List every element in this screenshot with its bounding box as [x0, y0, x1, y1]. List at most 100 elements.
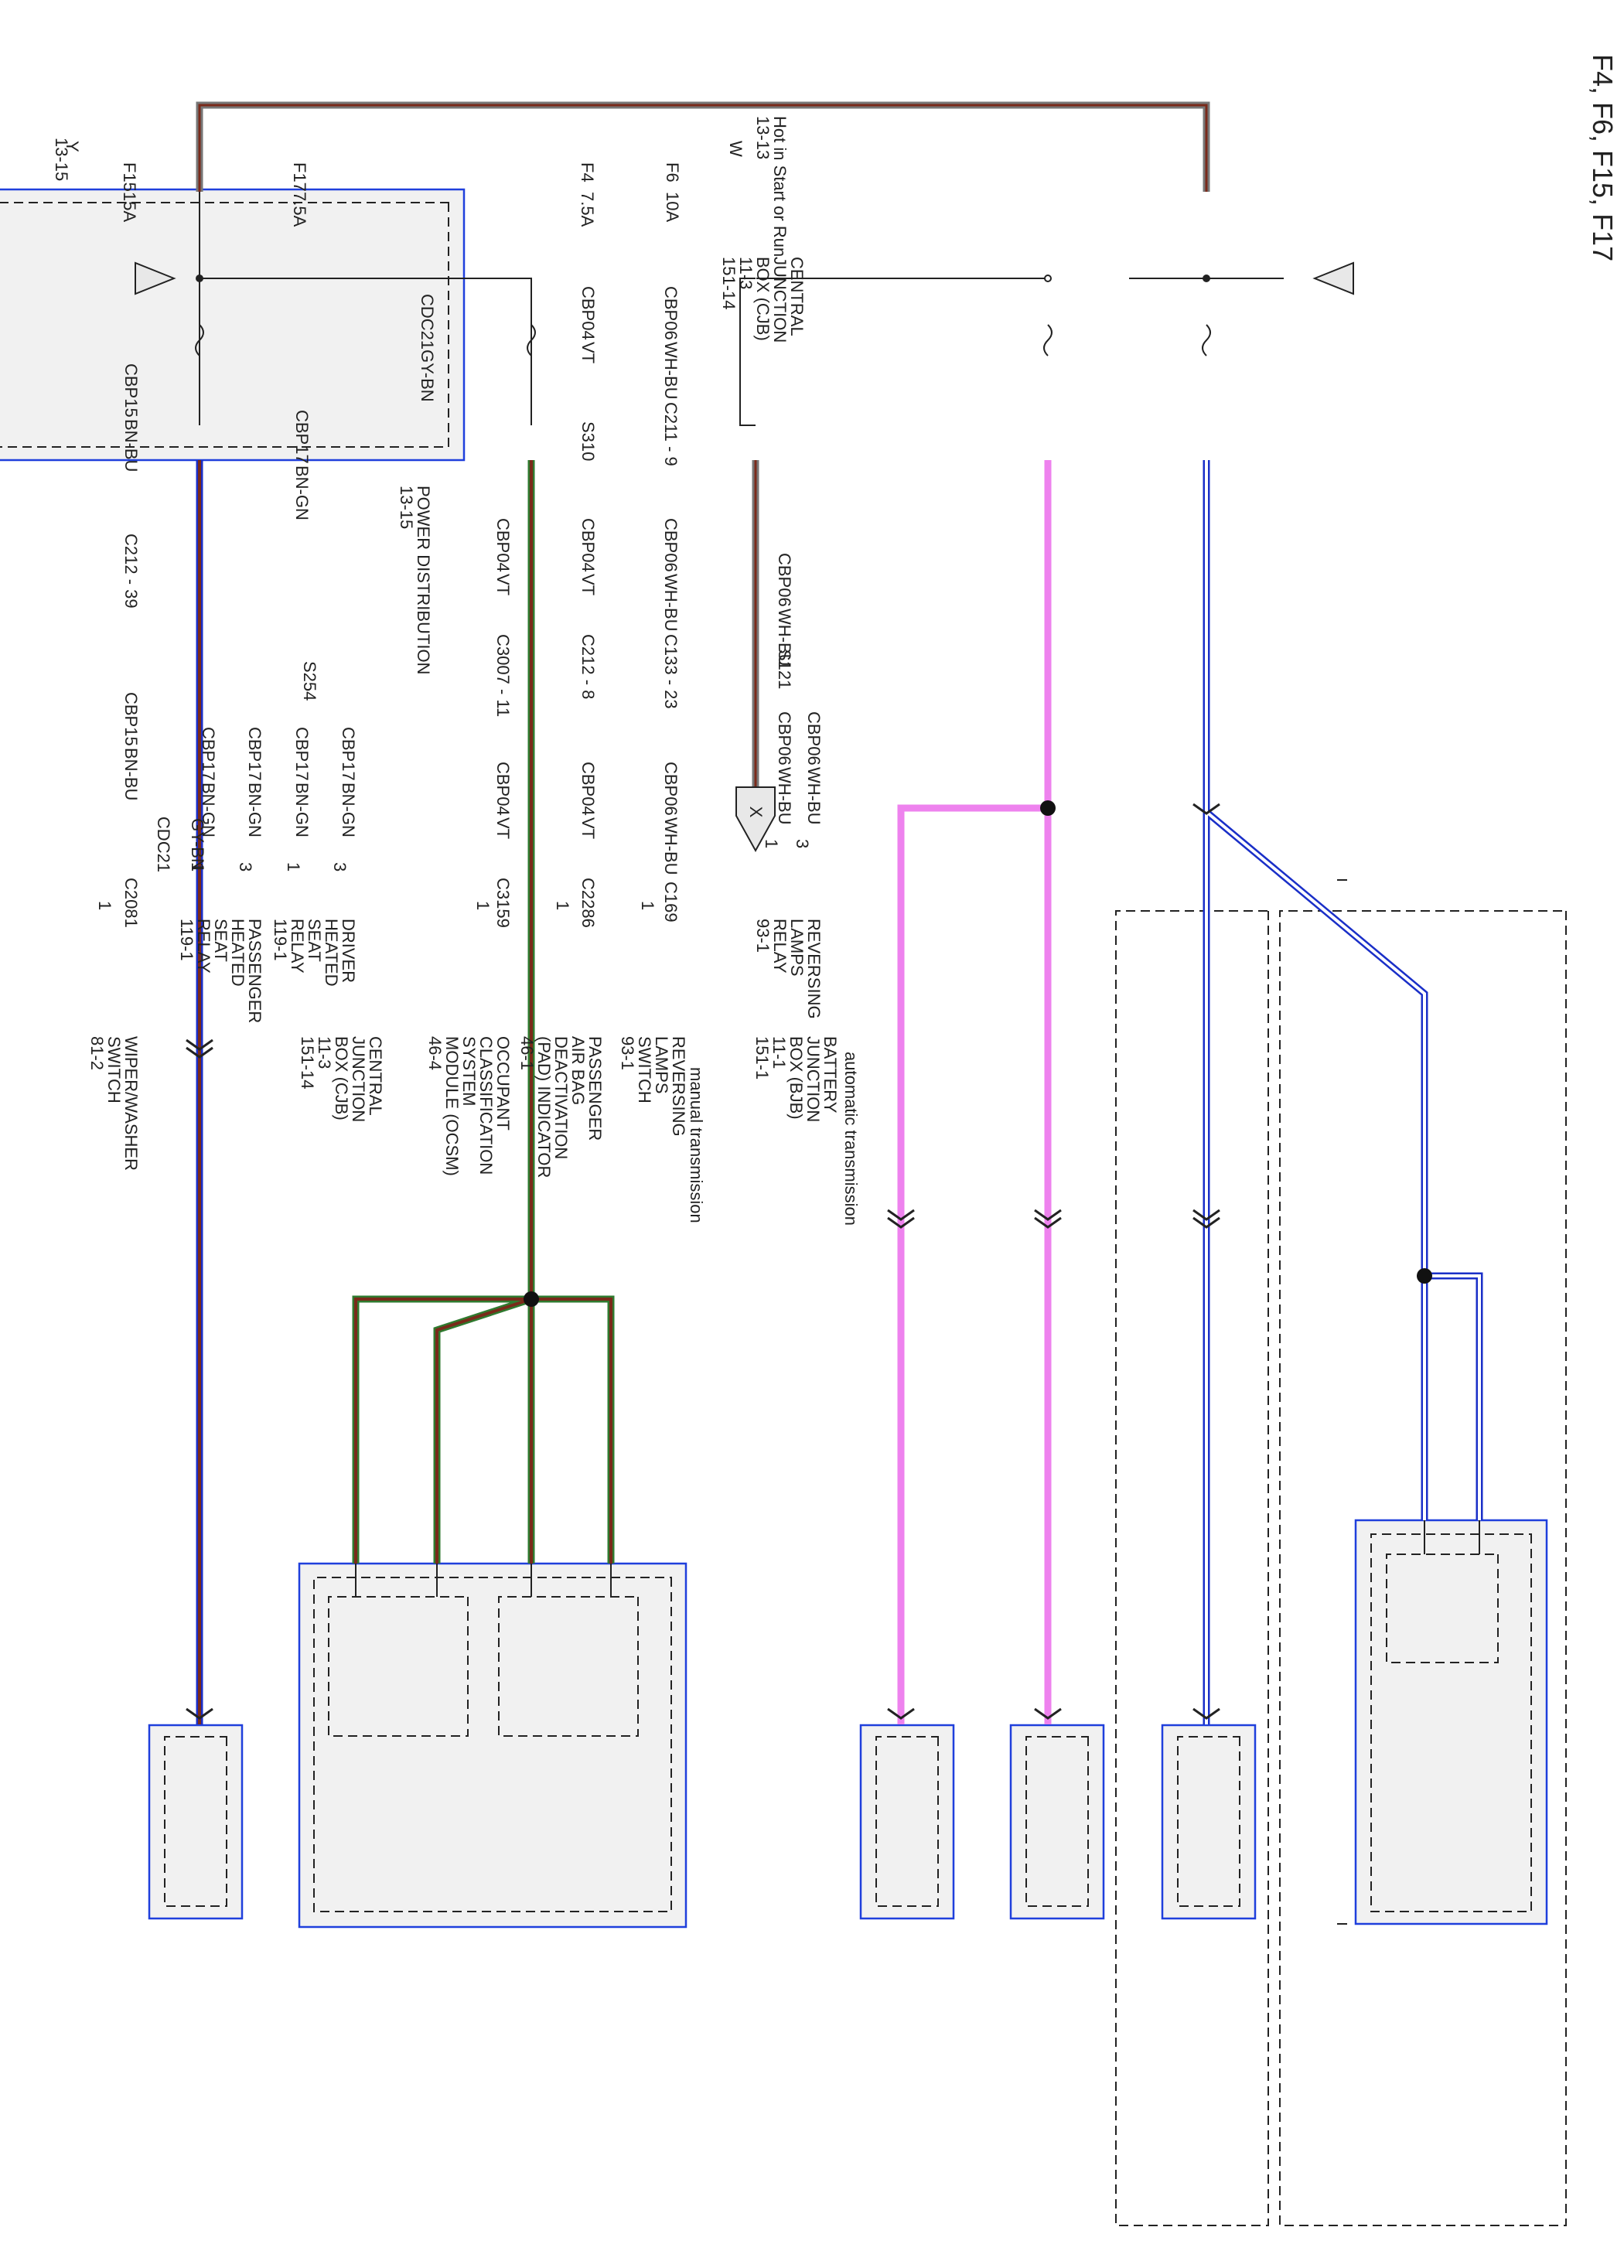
splices	[524, 800, 1432, 1307]
wire-cbp06_e-color: WH-BU	[775, 767, 794, 825]
splice-s310-label: S310	[578, 421, 598, 461]
ocsm-box	[859, 1724, 955, 1920]
feed-wire-cdc21	[196, 101, 1210, 192]
feed-color-label: GY-BN	[188, 818, 207, 871]
wire-cbp17_b1-circuit: CBP17	[199, 727, 218, 781]
pad-label-line-0: PASSENGER	[585, 1036, 605, 1141]
cjb-node-dots	[196, 275, 1210, 282]
wire-cbp04_a-color: VT	[578, 342, 598, 363]
pass-relay-label-line-3: RELAY	[194, 919, 213, 974]
rev-switch-label-line-2: SWITCH	[635, 1036, 654, 1103]
wire-cbp04_d-circuit: CBP04	[493, 762, 513, 816]
connector-symbols	[186, 803, 1220, 1720]
page-title: F4, F6, F15, F17	[1587, 54, 1619, 261]
pass-relay-label-line-4: 119-1	[177, 919, 196, 961]
wire-cbp15_b-circuit: CBP15	[121, 692, 141, 746]
splice-s310	[1040, 800, 1056, 816]
rev-switch-label-line-0: REVERSING	[669, 1036, 688, 1137]
fuse-f6-symbol	[1202, 324, 1211, 356]
driver-relay-label-line-4: 119-1	[271, 919, 290, 961]
wire-cbp17_b2-color: BN-GN	[245, 783, 264, 837]
power-distribution-label: POWER DISTRIBUTION	[414, 486, 433, 674]
pad-label-line-4: 46-1	[517, 1036, 537, 1070]
cjb-top-box	[0, 188, 466, 462]
rev-relay-label-line-3: 93-1	[753, 919, 773, 953]
pass-relay-box	[328, 1596, 469, 1737]
rev-switch-label-line-1: LAMPS	[652, 1036, 671, 1094]
wiper-switch-box	[148, 1724, 244, 1920]
wire-cbp06_a-color: WH-BU	[661, 342, 681, 400]
connector-c2286-icon	[1034, 1707, 1062, 1720]
fuse-f6-rating: 10A	[663, 192, 682, 222]
wire-cbp06_b-circuit: CBP06	[661, 518, 681, 572]
wire-cbp17_b3-circuit: CBP17	[292, 727, 312, 781]
rev-switch-inner	[1177, 1736, 1240, 1907]
cjb-bottom-box	[298, 1562, 687, 1929]
pin-label-8: 1	[762, 839, 781, 848]
cjb-top-label-line-1: JUNCTION	[770, 257, 790, 343]
wire-cbp04_b-circuit: CBP04	[493, 518, 513, 572]
label-c212_39: C212 - 39	[121, 534, 141, 609]
rev-relay-label-line-2: RELAY	[770, 919, 790, 974]
wire-cbp04_a-circuit: CBP04	[578, 286, 598, 340]
pin-label-0: 1	[95, 901, 114, 910]
driver-relay-label-line-0: DRIVER	[339, 919, 358, 983]
wire-cbp17_b1-color: BN-GN	[199, 783, 218, 837]
bjb-box	[1354, 1519, 1548, 1925]
wire-cbp04	[897, 460, 1052, 1724]
manual-option-box	[1115, 910, 1269, 2226]
driver-relay-label-line-1: HEATED	[322, 919, 341, 987]
fuse-f15-name: F15	[120, 162, 139, 192]
wiper-label-line-2: 81-2	[87, 1036, 107, 1070]
wire-cbp06_f-circuit: CBP06	[804, 711, 824, 766]
wire-cbp04_c-circuit: CBP04	[578, 518, 598, 572]
overlay-labels: F4, F6, F15, F17	[1587, 54, 1619, 261]
pin-label-1: 1	[553, 901, 572, 910]
wire-cbp06_c-circuit: CBP06	[661, 762, 681, 816]
ocsm-label-line-1: CLASSIFICATION	[476, 1036, 496, 1175]
ocsm-inner	[875, 1736, 939, 1907]
rev-relay-box	[1386, 1553, 1499, 1663]
label-c212_8: C212 - 8	[578, 634, 598, 699]
wiper-label-line-0: WIPER/WASHER	[121, 1036, 141, 1171]
connector-c3007-11-icon	[887, 1209, 915, 1229]
pad-label-line-1: AIR BAG	[568, 1036, 588, 1105]
power-distribution-ref: 13-15	[397, 486, 416, 529]
wire-cbp17_b4-circuit: CBP17	[339, 727, 358, 781]
ocsm-label-line-4: 46-4	[425, 1036, 445, 1070]
label-c133_23: C133 - 23	[661, 634, 681, 709]
label-c3007_11: C3007 - 11	[493, 634, 513, 717]
triangle-y-icon	[135, 261, 176, 295]
wire-cbp06_a-circuit: CBP06	[661, 286, 681, 340]
hot-in-start-label: Hot in Start or Run	[770, 116, 790, 257]
fuse-f4-symbol	[1043, 324, 1053, 356]
fuse-f15-rating: 15A	[120, 192, 139, 222]
automatic-option-box	[1279, 910, 1567, 2226]
connector-c169-icon	[1192, 1707, 1220, 1720]
fuse-f6-name: F6	[663, 162, 682, 182]
fuse-f15-symbol	[195, 324, 204, 356]
fuses	[195, 324, 1211, 356]
rev-switch-label-line-3: 93-1	[618, 1036, 637, 1070]
wire-cbp17_a-color: BN-GN	[292, 466, 312, 520]
bjb-label-line-4: 151-1	[752, 1036, 772, 1079]
feed-circuit-label: CDC21	[154, 817, 173, 872]
wiper-label-line-1: SWITCH	[104, 1036, 124, 1103]
splice-s254	[524, 1291, 539, 1307]
splice-s121-label: S121	[775, 650, 794, 689]
fuse-f17-rating: 7.5A	[290, 192, 309, 227]
cjb-bottom-label-line-0: CENTRAL	[366, 1036, 385, 1116]
ocsm-label-line-3: MODULE (OCSM)	[442, 1036, 462, 1176]
label-c2081: C2081	[121, 878, 141, 928]
ocsm-label-line-2: SYSTEM	[459, 1036, 479, 1106]
wire-cbp04_e-color: VT	[578, 817, 598, 839]
pin-label-4: 1	[188, 862, 207, 871]
wire-cbp04_e-circuit: CBP04	[578, 762, 598, 816]
wire-cbp06	[1203, 460, 1483, 1724]
pin-label-7: 3	[330, 862, 350, 871]
inner-dashed-boxes	[0, 202, 1567, 2226]
connector-c211-9-icon	[1192, 803, 1220, 815]
cjb-top-inner	[0, 202, 449, 448]
